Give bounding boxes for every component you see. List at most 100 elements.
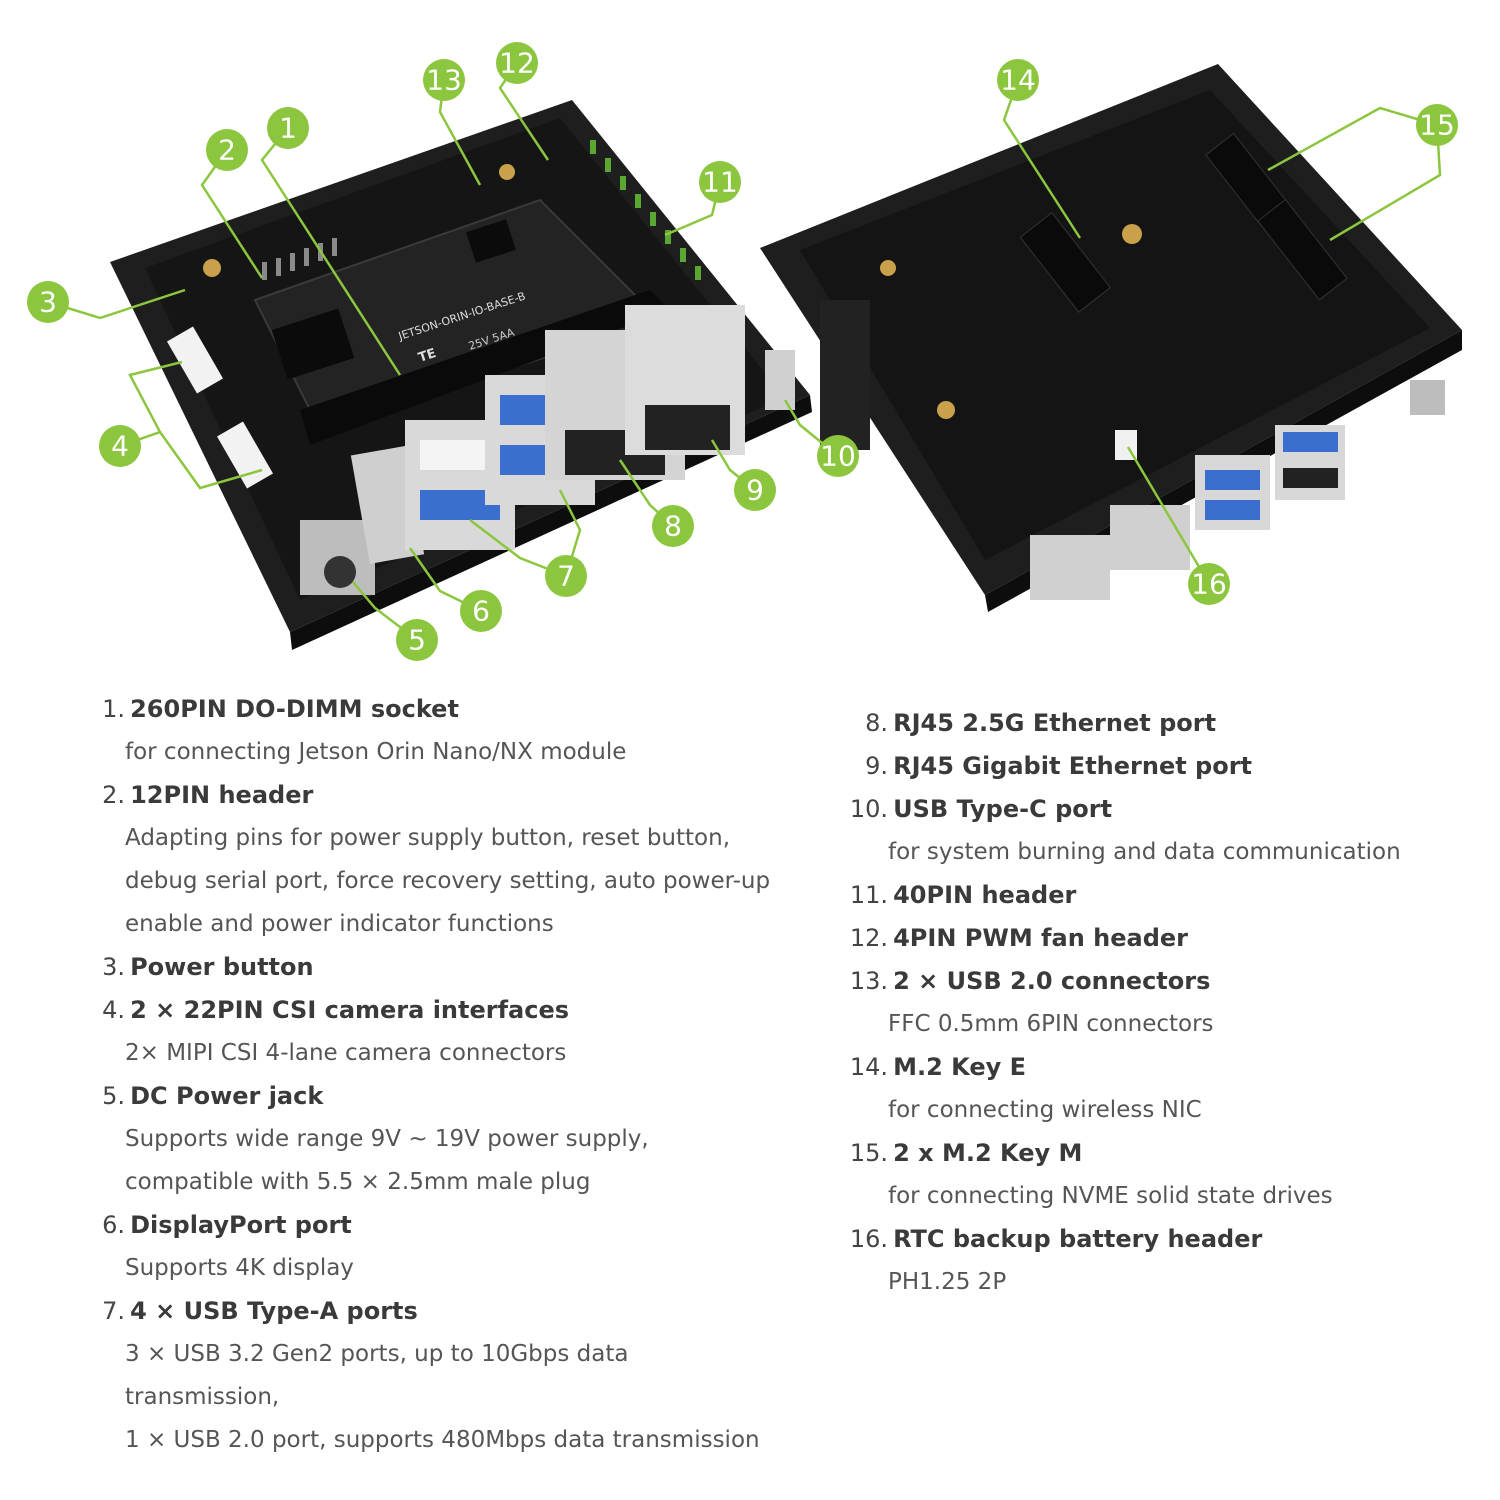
feature-description: transmission, (125, 1384, 280, 1410)
svg-text:1: 1 (279, 112, 297, 145)
svg-text:2: 2 (218, 134, 236, 167)
callout-10: 10 (817, 435, 859, 477)
callout-11: 11 (699, 161, 741, 203)
feature-item: 8. RJ45 2.5G Ethernet port (840, 702, 1500, 745)
feature-title: 12PIN header (130, 781, 314, 809)
feature-title: 4PIN PWM fan header (893, 924, 1188, 952)
callout-8: 8 (652, 505, 694, 547)
feature-title: USB Type-C port (893, 795, 1113, 823)
callout-14: 14 (997, 59, 1039, 101)
feature-number: 3. (102, 953, 125, 981)
feature-number: 5. (102, 1082, 125, 1110)
feature-heading: 4. 2 × 22PIN CSI camera interfaces (90, 989, 810, 1032)
feature-heading: 12. 4PIN PWM fan header (840, 917, 1500, 960)
feature-number: 1. (102, 695, 125, 723)
feature-description: for system burning and data communicatio… (888, 839, 1401, 865)
board-bottom-view (760, 64, 1462, 612)
feature-heading: 13. 2 × USB 2.0 connectors (840, 960, 1500, 1003)
feature-title: 4 × USB Type-A ports (130, 1297, 418, 1325)
callout-3: 3 (27, 281, 69, 323)
feature-description: debug serial port, force recovery settin… (125, 868, 771, 894)
svg-text:12: 12 (499, 47, 535, 80)
feature-number: 9. (865, 752, 888, 780)
callout-4: 4 (99, 425, 141, 467)
feature-title: Power button (130, 953, 314, 981)
feature-description: Supports 4K display (125, 1255, 354, 1281)
feature-title: 2 x M.2 Key M (893, 1139, 1083, 1167)
feature-title: DisplayPort port (130, 1211, 352, 1239)
feature-number: 2. (102, 781, 125, 809)
feature-heading: 10. USB Type-C port (840, 788, 1500, 831)
feature-item: 4. 2 × 22PIN CSI camera interfaces 2× MIP… (90, 989, 810, 1075)
svg-text:11: 11 (702, 166, 738, 199)
feature-description: Adapting pins for power supply button, r… (125, 825, 731, 851)
svg-text:6: 6 (472, 595, 490, 628)
board-diagram: JETSON-ORIN-IO-BASE-B TE 25V 5AA (27, 42, 1462, 661)
callout-13: 13 (423, 59, 465, 101)
feature-title: RJ45 2.5G Ethernet port (893, 709, 1217, 737)
feature-heading: 11. 40PIN header (840, 874, 1500, 917)
feature-description: FFC 0.5mm 6PIN connectors (888, 1011, 1214, 1037)
feature-item: 9. RJ45 Gigabit Ethernet port (840, 745, 1500, 788)
svg-text:15: 15 (1419, 109, 1455, 142)
callout-16: 16 (1188, 563, 1230, 605)
svg-text:7: 7 (557, 560, 575, 593)
callout-7: 7 (545, 555, 587, 597)
feature-description: Supports wide range 9V ~ 19V power suppl… (125, 1126, 649, 1152)
feature-description: 2× MIPI CSI 4-lane camera connectors (125, 1040, 567, 1066)
callout-9: 9 (734, 469, 776, 511)
feature-heading: 9. RJ45 Gigabit Ethernet port (840, 745, 1500, 788)
callout-1: 1 (267, 107, 309, 149)
feature-item: 1. 260PIN DO-DIMM socket for connecting J… (90, 688, 810, 774)
feature-description: PH1.25 2P (888, 1269, 1007, 1295)
feature-heading: 6. DisplayPort port (90, 1204, 810, 1247)
feature-title: 2 × USB 2.0 connectors (893, 967, 1211, 995)
feature-number: 16. (849, 1225, 888, 1253)
board-top-view: JETSON-ORIN-IO-BASE-B TE 25V 5AA (110, 100, 812, 650)
feature-description: 1 × USB 2.0 port, supports 480Mbps data … (125, 1427, 760, 1453)
callout-12: 12 (496, 42, 538, 84)
feature-description: for connecting Jetson Orin Nano/NX modul… (125, 739, 627, 765)
feature-title: 40PIN header (893, 881, 1077, 909)
feature-heading: 3. Power button (90, 946, 810, 989)
feature-title: RTC backup battery header (893, 1225, 1263, 1253)
feature-title: M.2 Key E (893, 1053, 1026, 1081)
callout-2: 2 (206, 129, 248, 171)
svg-text:4: 4 (111, 430, 129, 463)
feature-heading: 5. DC Power jack (90, 1075, 810, 1118)
feature-number: 13. (849, 967, 888, 995)
feature-number: 10. (849, 795, 888, 823)
feature-number: 15. (849, 1139, 888, 1167)
feature-title: 2 × 22PIN CSI camera interfaces (130, 996, 570, 1024)
feature-number: 6. (102, 1211, 125, 1239)
svg-text:14: 14 (1000, 64, 1036, 97)
svg-text:13: 13 (426, 64, 462, 97)
svg-text:10: 10 (820, 440, 856, 473)
feature-description: for connecting wireless NIC (888, 1097, 1202, 1123)
svg-text:8: 8 (664, 510, 682, 543)
feature-item: 11. 40PIN header (840, 874, 1500, 917)
svg-text:16: 16 (1191, 568, 1227, 601)
feature-number: 7. (102, 1297, 125, 1325)
module-brand: TE (417, 346, 439, 366)
feature-title: 260PIN DO-DIMM socket (130, 695, 459, 723)
svg-text:5: 5 (408, 624, 426, 657)
feature-heading: 7. 4 × USB Type-A ports (90, 1290, 810, 1333)
feature-heading: 15. 2 x M.2 Key M (840, 1132, 1500, 1175)
feature-item: 12. 4PIN PWM fan header (840, 917, 1500, 960)
feature-title: DC Power jack (130, 1082, 324, 1110)
feature-description: enable and power indicator functions (125, 911, 554, 937)
feature-number: 8. (865, 709, 888, 737)
feature-number: 12. (849, 924, 888, 952)
feature-number: 4. (102, 996, 125, 1024)
feature-title: RJ45 Gigabit Ethernet port (893, 752, 1253, 780)
